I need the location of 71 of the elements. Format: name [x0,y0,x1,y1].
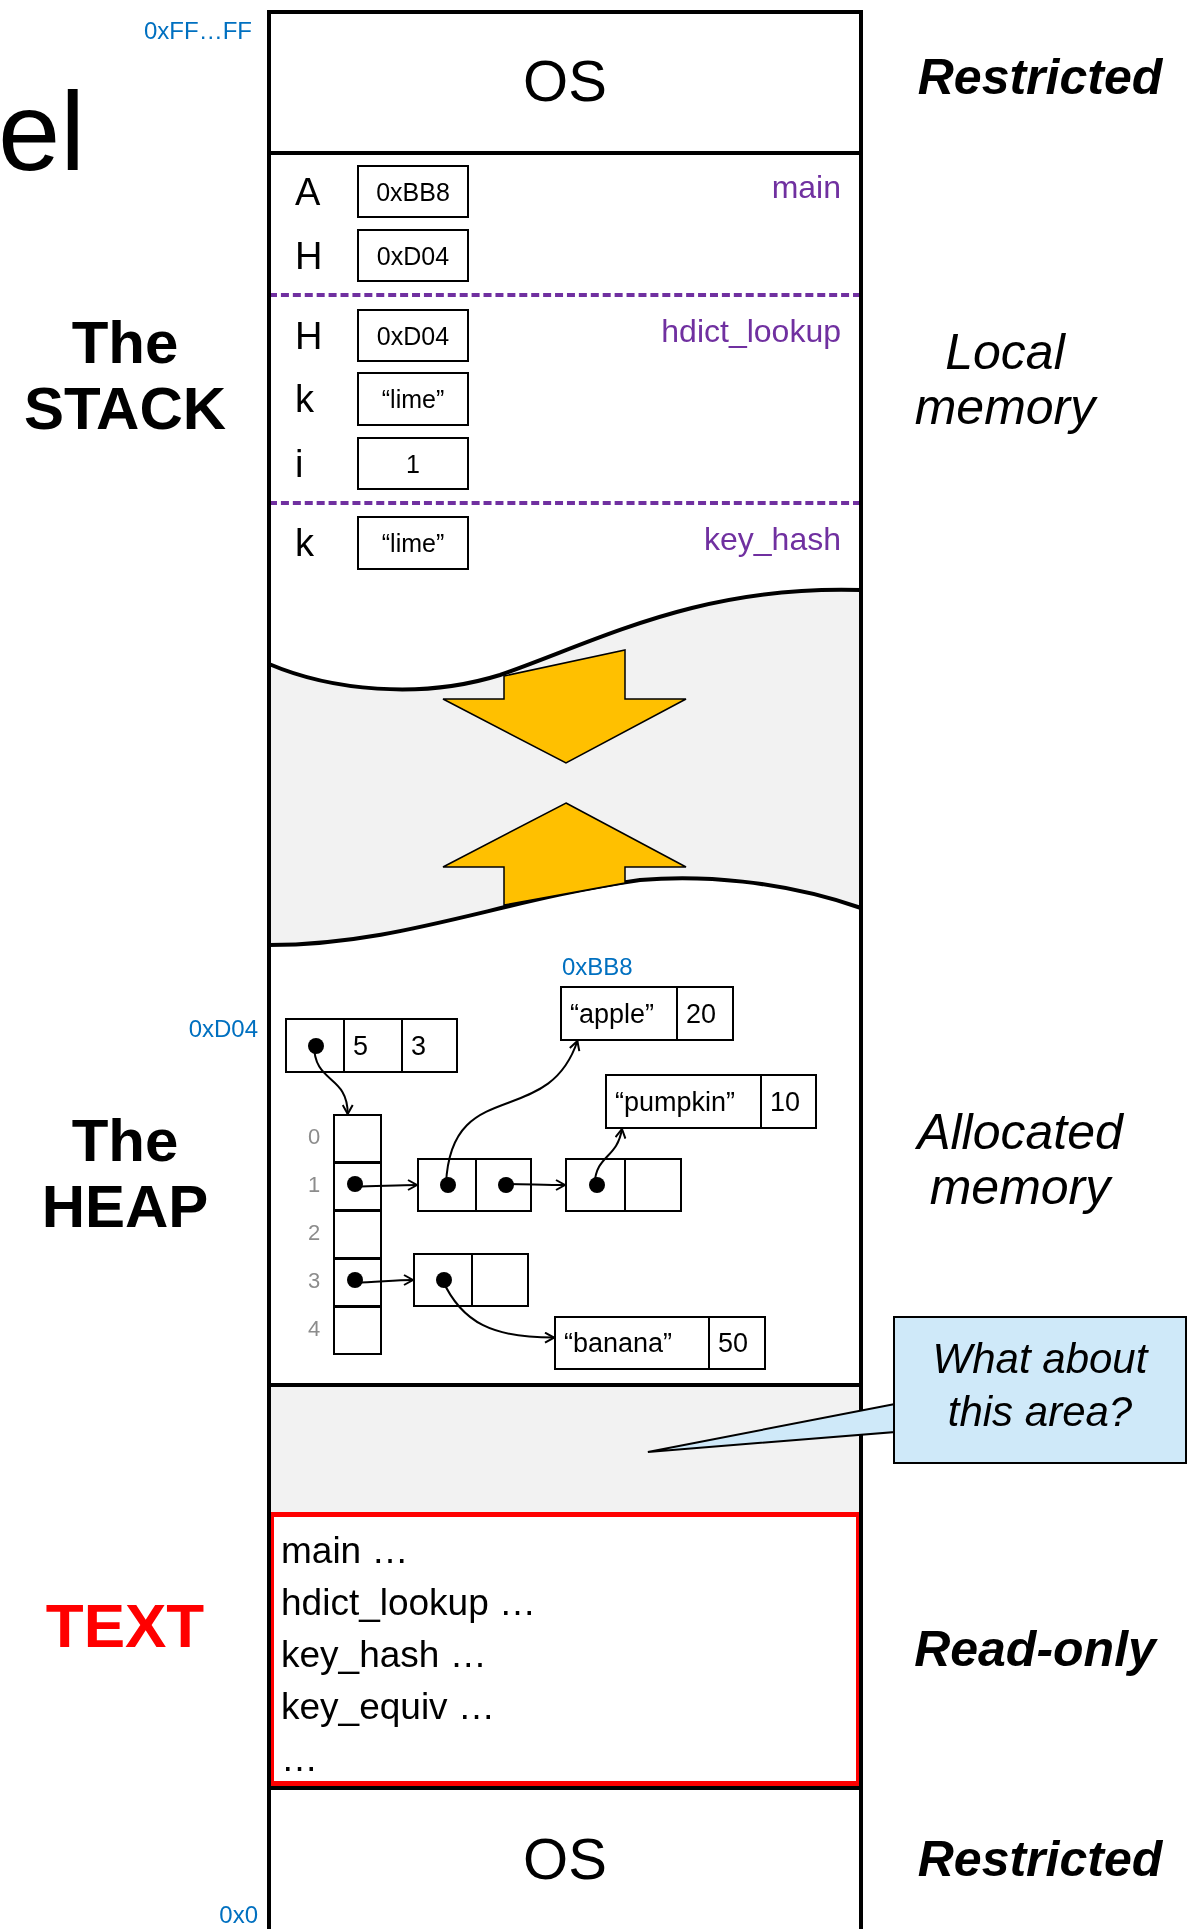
memory-block [554,1316,766,1370]
array-slot [333,1210,382,1259]
cell-value: “pumpkin” [615,1085,736,1118]
callout-pointer [646,1402,896,1453]
region-note: Restricted [916,1832,1164,1887]
variable-value: “lime” [380,384,446,414]
frame-label: key_hash [704,520,841,558]
variable-value: 0xD04 [375,240,451,271]
memory-segment [269,1387,861,1512]
address-label: 0x0 [218,1902,258,1929]
cell-value: “apple” [570,997,655,1030]
cell-value: 3 [411,1029,427,1062]
index-label: 3 [308,1268,321,1294]
array-slot [333,1306,382,1355]
array-slot [333,1258,382,1307]
index-label: 1 [308,1172,321,1198]
code-line: main … [281,1529,409,1573]
code-line: … [281,1737,318,1781]
value-box [357,309,469,362]
code-line: hdict_lookup … [281,1581,537,1625]
memory-block [413,1253,529,1307]
region-note: Restricted [916,50,1164,105]
segment-label: OS [522,46,608,115]
variable-name: k [295,521,314,566]
value-box [357,229,469,282]
variable-name: k [295,377,314,422]
variable-value: “lime” [380,528,446,558]
cell-value: 10 [770,1085,801,1118]
value-box [357,372,469,426]
index-label: 2 [308,1220,321,1246]
memory-block [560,986,734,1041]
section-heading: The STACK [22,310,228,442]
cell-value: “banana” [564,1327,673,1359]
variable-value: 0xD04 [375,320,451,351]
address-label: 0xD04 [187,1016,258,1043]
index-label: 0 [308,1124,321,1150]
memory-block [417,1158,532,1212]
value-box [357,165,469,218]
cell-value: 50 [718,1327,749,1359]
region-note: Read-only [913,1622,1159,1677]
code-segment [269,1512,861,1786]
title-fragment: el [0,70,87,194]
array-slot [333,1114,382,1163]
cell-value: 20 [686,997,717,1030]
section-heading: The HEAP [40,1108,210,1240]
frame-label: hdict_lookup [661,312,841,350]
code-line: key_equiv … [281,1685,495,1729]
value-box [357,516,469,570]
callout-box [893,1316,1187,1464]
memory-block [565,1158,682,1212]
memory-block [285,1018,458,1073]
frame-label: main [771,168,841,206]
segment-label: OS [522,1824,608,1893]
cell-value: 5 [353,1029,369,1062]
variable-name: H [295,233,323,279]
variable-value: 1 [405,448,421,479]
memory-block [605,1074,817,1129]
region-note: Allocated memory [914,1105,1125,1215]
index-label: 4 [308,1316,321,1342]
section-heading: TEXT [44,1592,206,1661]
variable-name: i [295,441,304,487]
address-label: 0xFF…FF [143,18,252,45]
variable-value: 0xBB8 [375,176,451,207]
variable-name: H [295,313,323,359]
region-note: Local memory [913,325,1099,435]
value-box [357,437,469,490]
code-line: key_hash … [281,1633,487,1677]
variable-name: A [295,169,321,215]
callout-text: What about this area? [931,1334,1150,1437]
address-label: 0xBB8 [562,953,633,981]
array-slot [333,1162,382,1211]
